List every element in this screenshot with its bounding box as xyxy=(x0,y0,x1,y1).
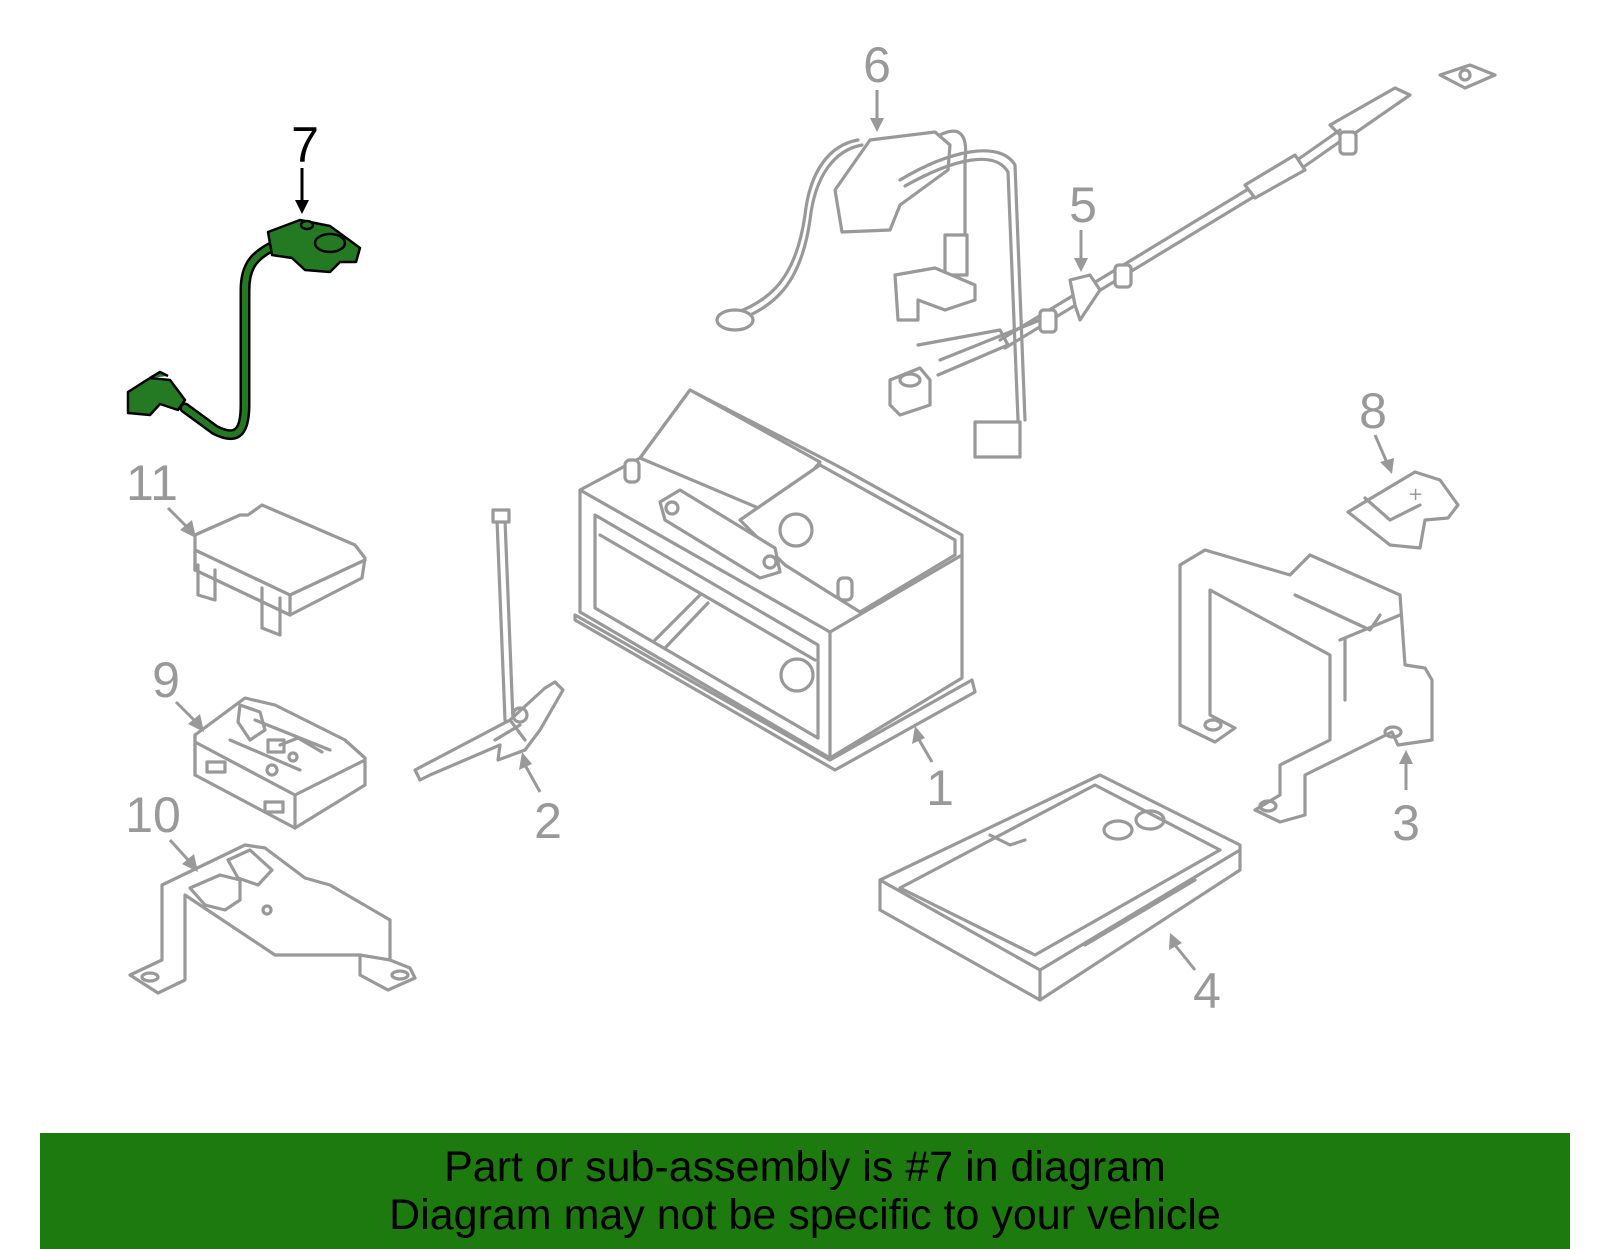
callout-5: 5 xyxy=(1069,177,1097,272)
info-banner: Part or sub-assembly is #7 in diagram Di… xyxy=(40,1133,1570,1249)
callout-8: 8 xyxy=(1359,383,1394,474)
callout-6: 6 xyxy=(863,37,891,132)
part-5-positive-cable[interactable] xyxy=(998,63,1497,350)
callout-9: 9 xyxy=(152,652,204,732)
part-10-bracket[interactable] xyxy=(128,843,417,995)
callout-10: 10 xyxy=(125,787,198,872)
svg-text:7: 7 xyxy=(291,117,319,173)
svg-text:6: 6 xyxy=(863,37,891,93)
part-6-battery-cable[interactable] xyxy=(715,129,1042,459)
callout-11: 11 xyxy=(126,455,196,538)
svg-text:9: 9 xyxy=(152,652,180,708)
svg-text:2: 2 xyxy=(534,793,562,849)
svg-text:10: 10 xyxy=(125,787,181,843)
svg-text:11: 11 xyxy=(126,455,178,511)
part-11-cover[interactable] xyxy=(193,503,367,637)
part-7-battery-sensor-cable[interactable] xyxy=(126,218,362,441)
callout-3: 3 xyxy=(1392,750,1420,851)
callout-7: 7 xyxy=(291,117,319,214)
callout-2: 2 xyxy=(519,752,562,849)
part-4-battery-tray[interactable] xyxy=(878,773,1242,1002)
svg-text:1: 1 xyxy=(926,760,954,816)
part-1-battery[interactable] xyxy=(573,388,977,772)
banner-line-part: Part or sub-assembly is #7 in diagram xyxy=(444,1143,1166,1191)
part-9-fuse-box[interactable] xyxy=(193,696,367,830)
svg-text:3: 3 xyxy=(1392,795,1420,851)
svg-text:4: 4 xyxy=(1193,963,1221,1019)
callout-4: 4 xyxy=(1169,933,1221,1019)
part-8-terminal-cap[interactable]: + xyxy=(1346,470,1460,550)
svg-text:+: + xyxy=(1408,484,1423,505)
part-2-hold-down[interactable] xyxy=(413,508,565,782)
parts-diagram: + 7 6 xyxy=(125,37,1497,1019)
callout-1: 1 xyxy=(912,726,954,816)
svg-text:5: 5 xyxy=(1069,177,1097,233)
banner-line-disclaimer: Diagram may not be specific to your vehi… xyxy=(389,1191,1221,1239)
part-3-support-bracket[interactable] xyxy=(1178,548,1434,824)
svg-text:8: 8 xyxy=(1359,383,1387,439)
